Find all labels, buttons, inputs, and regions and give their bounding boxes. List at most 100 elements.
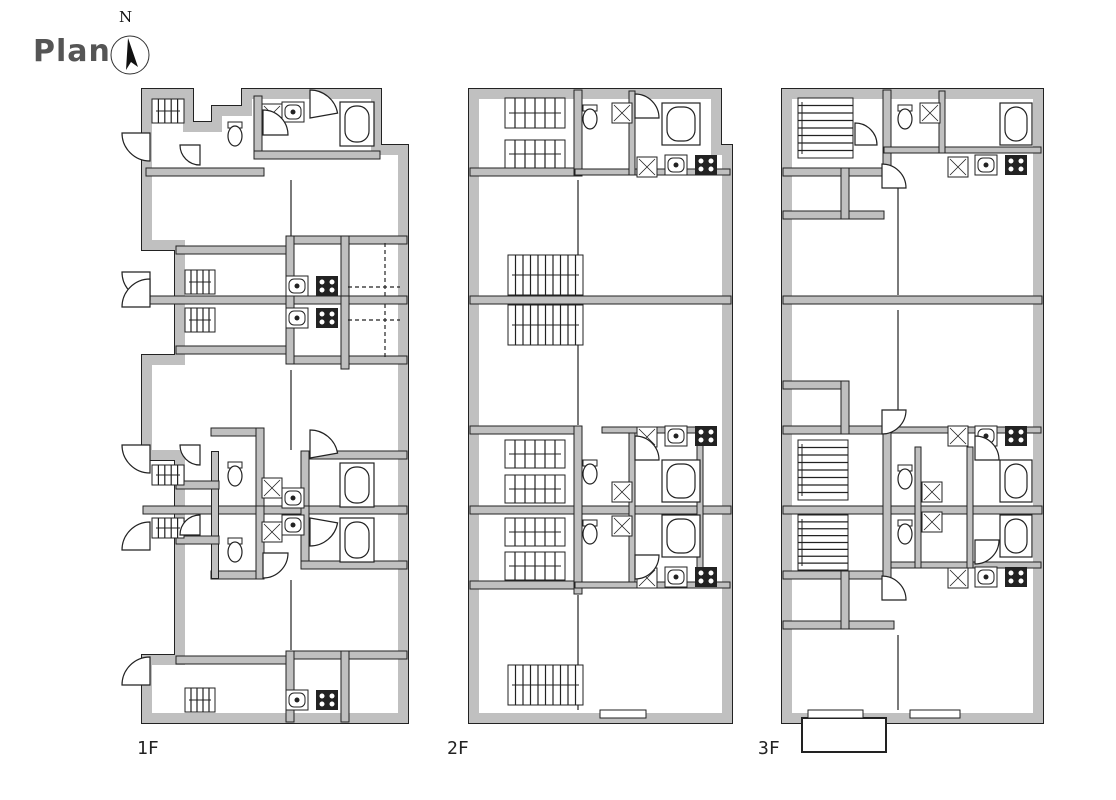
balcony [801,717,887,753]
washer-drain-icon [923,483,941,501]
burner [708,570,714,576]
exterior-wall [142,89,408,723]
door-swing-icon [881,163,907,189]
bathtub-icon [344,521,370,559]
burner [329,279,335,285]
stove-icon [316,308,338,328]
sink-drain [983,162,989,168]
washer-drain-icon [613,517,631,535]
door-swing-icon [974,539,1000,565]
stove-icon [316,276,338,296]
burner [319,319,325,325]
door-swing-icon [121,278,151,308]
toilet-icon [897,108,913,130]
burner [1018,570,1024,576]
bathtub-icon [344,105,370,143]
burner [1008,578,1014,584]
burner [708,578,714,584]
burner [319,287,325,293]
burner [1018,437,1024,443]
toilet-icon [227,125,243,147]
burner [1018,578,1024,584]
washer-drain-icon [263,523,281,541]
burner [708,158,714,164]
north-label: N [119,8,133,26]
burner [1008,158,1014,164]
washer-drain-icon [613,104,631,122]
stove-icon [695,426,717,446]
door-swing-icon [309,89,339,119]
burner [329,287,335,293]
bathtub-icon [1004,106,1028,142]
bathtub-icon [1004,518,1028,554]
burner [329,693,335,699]
sink-drain [983,433,989,439]
washer-drain-icon [263,479,281,497]
toilet-icon [582,108,598,130]
washer-drain-icon [923,513,941,531]
door-swing-icon [309,517,339,547]
washer-drain-icon [613,483,631,501]
sink-drain [290,522,296,528]
toilet-icon [897,523,913,545]
door-swing-icon [262,552,289,579]
sink-drain [290,495,296,501]
stove-icon [1005,567,1027,587]
burner [698,166,704,172]
burner [1008,166,1014,172]
floor-label-3f: 3F [758,738,780,759]
door-swing-icon [881,575,907,601]
burner [319,279,325,285]
door-swing-icon [309,429,339,459]
washer-drain-icon [949,427,967,445]
burner [319,701,325,707]
toilet-icon [227,541,243,563]
sink-drain [673,574,679,580]
burner [1018,429,1024,435]
window [909,709,961,719]
sink-drain [294,315,300,321]
door-swing-icon [179,144,201,166]
floor-plan-2f [468,88,733,724]
burner [1008,570,1014,576]
stove-icon [1005,426,1027,446]
page-title: Plan [33,34,111,69]
floor-label-2f: 2F [447,738,469,759]
window [807,709,864,719]
door-swing-icon [121,132,151,162]
door-swing-icon [634,93,660,119]
door-swing-icon [262,109,289,136]
sink-drain [290,109,296,115]
burner [698,429,704,435]
bathtub-icon [666,518,696,554]
burner [319,693,325,699]
sink-drain [983,574,989,580]
toilet-icon [227,465,243,487]
washer-drain-icon [949,569,967,587]
sink-drain [294,283,300,289]
floor-plan-1f [121,88,409,724]
burner [329,311,335,317]
door-swing-icon [881,409,907,435]
door-swing-icon [974,435,1000,461]
floor-plan-3f [781,88,1044,753]
door-swing-icon [634,435,660,461]
exterior-wall [469,89,732,723]
toilet-icon [582,463,598,485]
bathtub-icon [666,106,696,142]
burner [698,158,704,164]
washer-drain-icon [921,104,939,122]
washer-drain-icon [949,158,967,176]
burner [708,429,714,435]
burner [698,570,704,576]
bathtub-icon [344,466,370,504]
floor-label-1f: 1F [137,738,159,759]
bathtub-icon [666,463,696,499]
burner [708,437,714,443]
sink-drain [294,697,300,703]
door-swing-icon [121,521,151,551]
burner [329,319,335,325]
burner [1018,166,1024,172]
burner [1008,437,1014,443]
north-arrow-icon [110,35,150,75]
